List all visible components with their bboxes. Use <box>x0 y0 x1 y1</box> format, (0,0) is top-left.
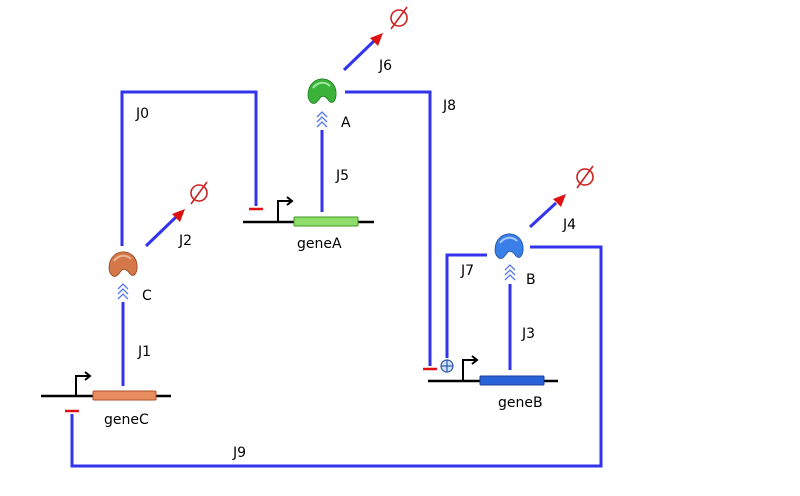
arrowhead-j6 <box>370 33 383 46</box>
reaction-label-j6: J6 <box>378 58 392 74</box>
arrowhead-j2 <box>172 209 185 222</box>
edge-j6 <box>342 39 376 72</box>
gene-box-genec <box>92 390 157 401</box>
protein-label-b: B <box>526 272 536 288</box>
gene-label-genec: geneC <box>104 412 149 428</box>
degradation-symbol-b <box>576 165 594 189</box>
gene-box-geneb <box>479 375 545 386</box>
edge-j7 <box>445 253 487 358</box>
degradation-symbol-a <box>390 6 408 30</box>
protein-c-icon <box>108 251 138 277</box>
activation-site-geneb <box>440 359 454 373</box>
reaction-label-j9: J9 <box>232 445 246 461</box>
reaction-label-j7: J7 <box>460 263 474 279</box>
translation-chevrons-c <box>117 283 129 300</box>
protein-b-icon <box>494 233 524 259</box>
arrowhead-j4 <box>553 194 566 207</box>
translation-chevrons-b <box>504 264 516 281</box>
protein-label-a: A <box>341 115 351 131</box>
translation-chevrons-a <box>316 111 328 128</box>
edge-j9 <box>70 245 603 468</box>
gene-box-genea <box>293 216 359 227</box>
reaction-label-j1: J1 <box>137 344 151 360</box>
protein-a-icon <box>307 78 337 104</box>
gene-label-genea: geneA <box>297 236 342 252</box>
protein-label-c: C <box>142 288 152 304</box>
reaction-label-j0: J0 <box>135 106 149 122</box>
connections <box>70 90 603 468</box>
reaction-label-j2: J2 <box>178 233 192 249</box>
promoter-arrow-genec <box>75 371 92 395</box>
reaction-label-j5: J5 <box>335 168 349 184</box>
edge-j4 <box>528 201 558 229</box>
promoter-arrow-genea <box>277 196 294 221</box>
reaction-label-j3: J3 <box>521 326 535 342</box>
edge-j8 <box>345 90 432 366</box>
reaction-label-j4: J4 <box>562 217 576 233</box>
edge-j2 <box>144 215 178 248</box>
gene-label-geneb: geneB <box>498 395 543 411</box>
promoter-arrow-geneb <box>462 355 479 380</box>
reaction-label-j8: J8 <box>442 98 456 114</box>
edge-j0 <box>120 90 258 246</box>
degradation-symbol-c <box>190 181 208 205</box>
